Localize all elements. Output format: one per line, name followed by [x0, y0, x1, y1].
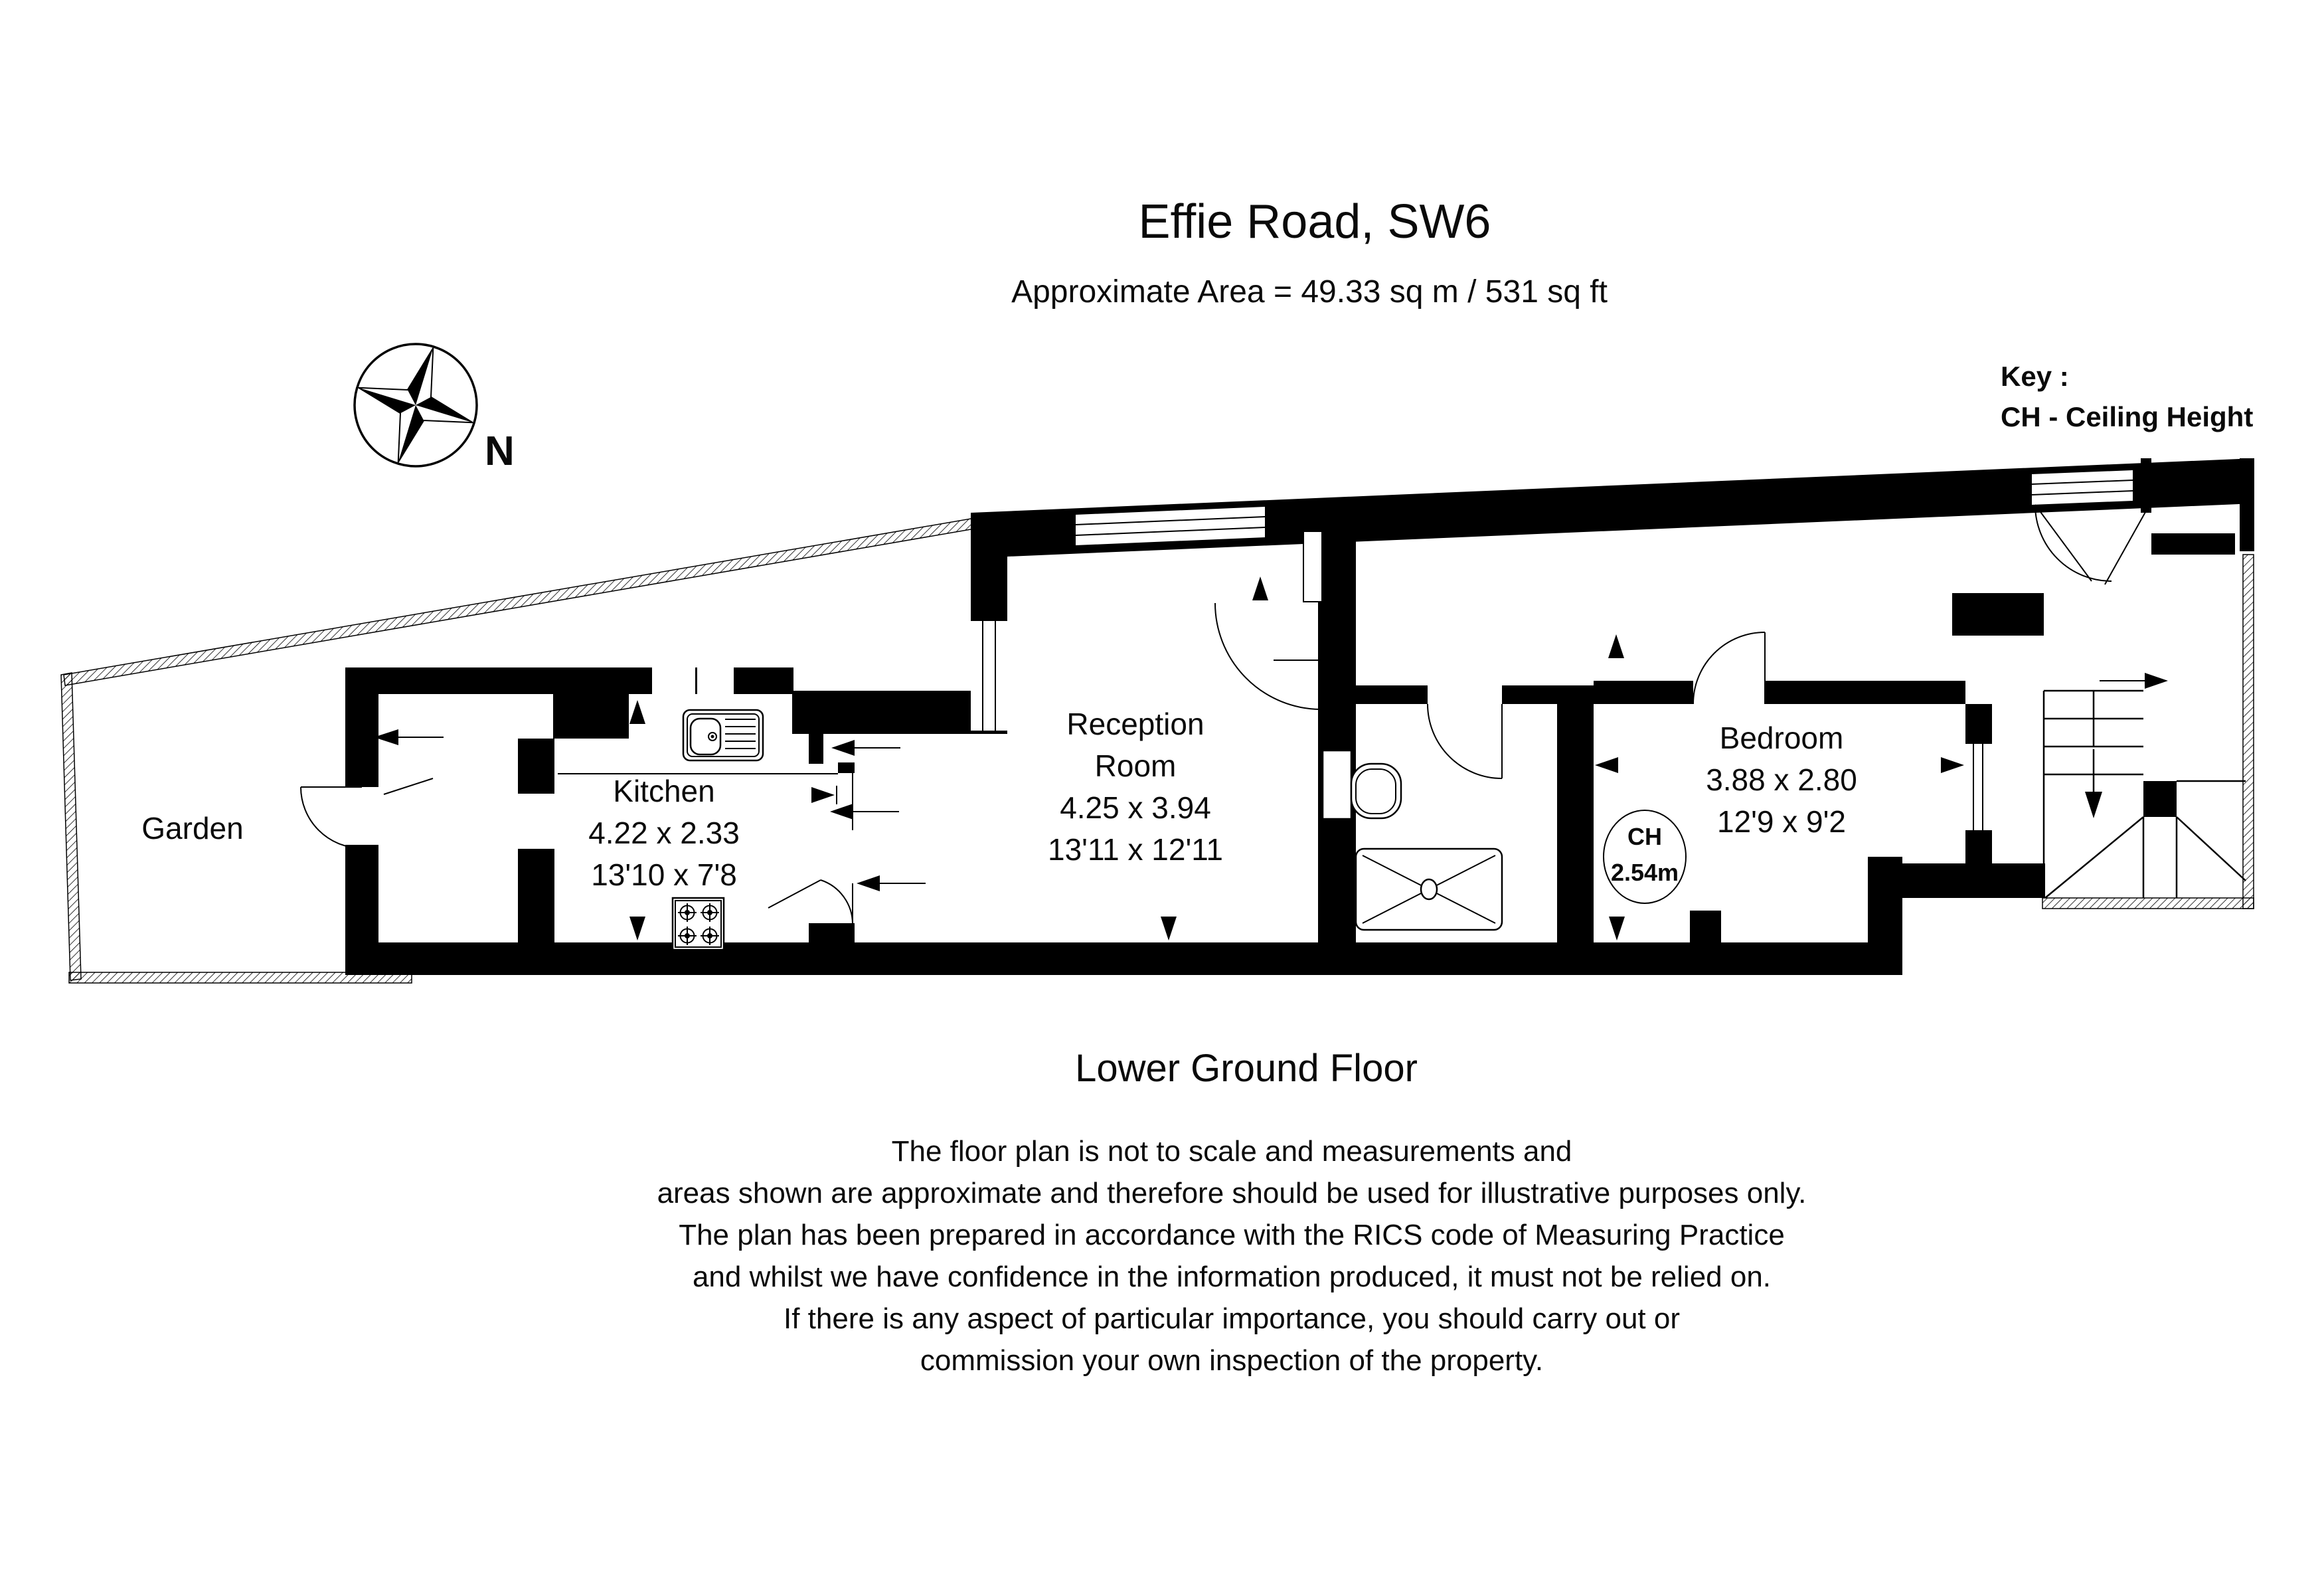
compass-rose-icon: N — [353, 343, 515, 474]
staircase — [2042, 689, 2246, 899]
shower-tray-icon — [1355, 847, 1503, 931]
garden-label: Garden — [141, 811, 243, 845]
kitchen-down-arrow-icon — [629, 917, 645, 940]
partition-right-arrow-icon — [811, 786, 837, 804]
walls-layer — [345, 458, 2254, 975]
disclaimer-line: areas shown are approximate and therefor… — [657, 1177, 1807, 1209]
bedroom-side-window-icon — [1965, 744, 1992, 830]
bedroom-dims-metric: 3.88 x 2.80 — [1706, 762, 1857, 797]
kitchen-label: Kitchen — [613, 774, 714, 808]
disclaimer-line: and whilst we have confidence in the inf… — [693, 1261, 1771, 1293]
key-heading: Key : — [2001, 361, 2069, 392]
disclaimer-block: The floor plan is not to scale and measu… — [657, 1135, 1807, 1377]
kitchen-left-arrow-icon — [374, 729, 444, 745]
kitchen-door-icon — [768, 879, 854, 925]
bedroom-label: Bedroom — [1720, 721, 1844, 755]
kitchen-dims-imperial: 13'10 x 7'8 — [591, 857, 737, 892]
party-wall-hatch — [2042, 554, 2254, 909]
bathroom-up-arrow-icon — [1608, 634, 1624, 658]
partition-lines — [558, 773, 853, 923]
compass-north-label: N — [485, 428, 515, 474]
ceiling-height-value: 2.54m — [1611, 859, 1679, 886]
kitchen-bay-window-icon — [652, 665, 734, 694]
reception-dims-imperial: 13'11 x 12'11 — [1048, 832, 1223, 867]
reception-down-arrow-icon — [1161, 917, 1177, 940]
reception-up-arrow-icon — [1252, 576, 1268, 600]
disclaimer-line: commission your own inspection of the pr… — [920, 1344, 1543, 1377]
floor-name-label: Lower Ground Floor — [1075, 1047, 1418, 1090]
partition-left-arrow2-icon — [830, 804, 899, 820]
reception-top-window-icon — [1075, 507, 1266, 545]
dimension-arrows — [374, 576, 2168, 940]
entrance-top-window-icon — [2031, 470, 2133, 505]
approximate-area-label: Approximate Area = 49.33 sq m / 531 sq f… — [1011, 274, 1608, 310]
ceiling-height-badge: CH 2.54m — [1603, 810, 1687, 904]
reception-dims-metric: 4.25 x 3.94 — [1060, 790, 1211, 825]
windows-layer — [652, 470, 2133, 830]
reception-right-arrow-icon — [1274, 652, 1341, 668]
stairs-down-arrow-icon — [2085, 749, 2102, 818]
entrance-door-icon — [2034, 501, 2152, 585]
bathroom-down-arrow-icon — [1609, 917, 1625, 940]
garden-door-icon — [300, 786, 363, 849]
ceiling-height-abbr: CH — [1627, 823, 1662, 850]
reception-side-window-icon — [971, 621, 1007, 731]
page-title: Effie Road, SW6 — [1139, 195, 1491, 248]
partition-left-arrow3-icon — [857, 875, 926, 891]
hall-right-arrow-icon — [2100, 673, 2168, 689]
kitchen-sink-icon — [682, 709, 764, 762]
kitchen-dims-metric: 4.22 x 2.33 — [588, 816, 740, 850]
reception-door-icon — [1214, 531, 1323, 710]
doors-layer — [300, 501, 2152, 925]
key-legend: Key : CH - Ceiling Height — [2001, 361, 2253, 432]
bedroom-left-arrow-icon — [1595, 757, 1618, 773]
bathroom-door-icon — [1427, 703, 1503, 779]
key-ceiling-height-entry: CH - Ceiling Height — [2001, 401, 2253, 432]
disclaimer-line: The plan has been prepared in accordance… — [679, 1219, 1785, 1251]
toilet-icon — [1321, 749, 1402, 820]
garden-boundary-hatch — [60, 517, 975, 984]
bedroom-door-icon — [1693, 632, 1766, 705]
reception-label-line1: Reception — [1066, 707, 1204, 741]
disclaimer-line: If there is any aspect of particular imp… — [784, 1302, 1680, 1335]
disclaimer-line: The floor plan is not to scale and measu… — [892, 1135, 1572, 1168]
kitchen-hob-icon — [671, 897, 725, 951]
hall-door-leaf-icon — [383, 778, 434, 795]
bedroom-dims-imperial: 12'9 x 9'2 — [1717, 804, 1846, 839]
kitchen-up-arrow-icon — [629, 700, 645, 724]
room-labels: Garden Kitchen 4.22 x 2.33 13'10 x 7'8 R… — [141, 707, 1857, 904]
reception-label-line2: Room — [1095, 749, 1177, 783]
bedroom-right-arrow-icon — [1941, 757, 1964, 773]
partition-left-arrow-icon — [831, 740, 900, 756]
